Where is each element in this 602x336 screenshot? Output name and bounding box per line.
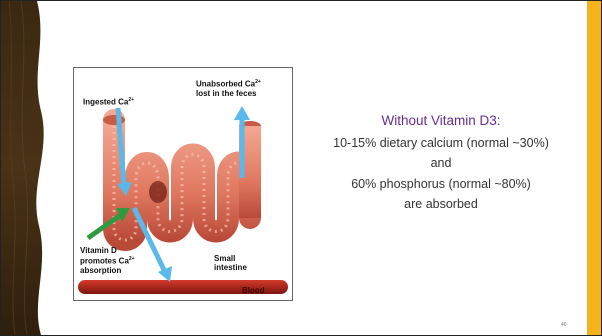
intestine-loop [114, 120, 250, 240]
small-intestine-label: Small intestine [214, 254, 274, 272]
vitamin-d-label: Vitamin D promotes Ca2+ absorption [80, 246, 154, 275]
unabsorbed-calcium-label: Unabsorbed Ca2+ lost in the feces [196, 78, 286, 98]
phosphorus-line: 60% phosphorus (normal ~80%) [297, 174, 585, 195]
accent-strip [587, 1, 601, 335]
blood-label: Blood [242, 286, 265, 295]
absorption-text-block: Without Vitamin D3: 10-15% dietary calci… [297, 111, 585, 215]
wood-band-decoration [1, 1, 71, 335]
page-number: 46 [561, 322, 567, 328]
slide-heading: Without Vitamin D3: [297, 111, 585, 132]
and-line: and [297, 153, 585, 174]
calcium-line: 10-15% dietary calcium (normal ~30%) [297, 133, 585, 154]
intestine-illustration: Ingested Ca2+ Unabsorbed Ca2+ lost in th… [73, 67, 293, 301]
ingested-calcium-label: Ingested Ca2+ [83, 96, 134, 107]
absorbed-line: are absorbed [297, 194, 585, 215]
